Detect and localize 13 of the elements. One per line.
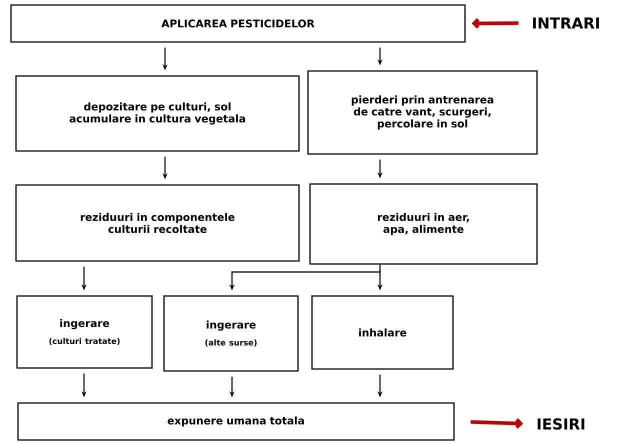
arrow bbox=[470, 418, 524, 429]
arrow bbox=[472, 18, 518, 29]
process-box: expunere umana totala bbox=[17, 402, 455, 441]
process-box: APLICAREA PESTICIDELOR bbox=[10, 4, 466, 43]
process-box: inhalare bbox=[311, 295, 454, 370]
process-box: reziduuri in aer, apa, alimente bbox=[309, 183, 538, 265]
side-label: INTRARI bbox=[533, 18, 599, 28]
process-box: depozitare pe culturi, sol acumulare in cultura vegetala bbox=[15, 75, 300, 152]
process-box: pierderi prin antrenarea de catre vant, scurgeri, percolare in sol bbox=[307, 70, 538, 155]
process-box: ingerare (culturi tratate) bbox=[16, 295, 153, 369]
process-box: ingerare (alte surse) bbox=[163, 295, 299, 372]
process-box: reziduuri in componentele culturii recoltate bbox=[15, 184, 300, 262]
side-label: IESIRI bbox=[538, 418, 584, 430]
